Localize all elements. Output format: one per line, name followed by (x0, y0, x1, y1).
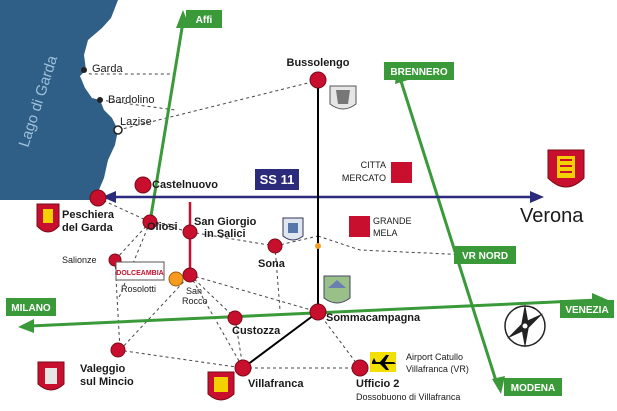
arrow-milano (18, 319, 34, 333)
town-lazise: Lazise (120, 116, 152, 128)
dot-oliosi (142, 214, 158, 230)
dir-modena: MODENA (511, 383, 555, 394)
coat-of-arms-icon (282, 217, 304, 241)
compass-rose-icon (504, 304, 546, 348)
dir-modena-box (504, 378, 562, 396)
coat-of-arms-icon (207, 371, 235, 401)
town-san-giorgio-2: in Salici (204, 228, 246, 240)
dot-san-rocco (182, 267, 198, 283)
town-ufficio-2: Dossobuono di Villafranca (356, 392, 460, 402)
town-castelnuovo: Castelnuovo (152, 179, 218, 191)
airplane-icon (372, 355, 396, 370)
arrow-modena (492, 376, 505, 394)
dir-brennero-box (384, 62, 454, 80)
dir-milano: MILANO (11, 303, 51, 314)
dot-valeggio (110, 342, 126, 358)
dir-venezia-box (560, 300, 614, 318)
town-bardolino: Bardolino (108, 94, 154, 106)
lazise-dot (113, 125, 123, 135)
orange-dot-hotel (168, 271, 184, 287)
town-sommacampagna: Sommacampagna (326, 312, 421, 324)
dir-vrnord-box (454, 246, 516, 264)
dir-affi: Affi (196, 15, 213, 26)
town-salionze: Salionze (62, 255, 97, 265)
grande-mela-marker (349, 216, 370, 237)
town-bussolengo: Bussolengo (287, 57, 350, 69)
coat-of-arms-icon (323, 275, 351, 304)
town-san-giorgio-1: San Giorgio (194, 216, 257, 228)
airport-1: Airport Catullo (406, 352, 463, 362)
town-valeggio-2: sul Mincio (80, 376, 134, 388)
airport-2: Villafranca (VR) (406, 364, 469, 374)
hotel-logo-text: DOLCEAMBIA (116, 270, 163, 277)
citta-mercato-1: CITTA (361, 160, 386, 170)
town-ufficio-1: Ufficio 2 (356, 378, 399, 390)
hotel-logo (115, 261, 165, 281)
citta-mercato-2: MERCATO (342, 173, 386, 183)
town-custozza: Custozza (232, 325, 281, 337)
ss11-arrow-west (102, 191, 116, 203)
dot-ufficio (351, 359, 369, 377)
town-san-rocco-1: San (186, 286, 202, 296)
orange-dot-sona (315, 243, 321, 249)
town-peschiera-1: Peschiera (62, 209, 115, 221)
town-rosolotti: Rosolotti (121, 284, 156, 294)
lake-garda (0, 0, 118, 200)
ss11-label: SS 11 (260, 172, 295, 187)
dir-affi-box (186, 10, 222, 28)
town-oliosi: Oliosi (147, 221, 178, 233)
town-garda: Garda (92, 63, 123, 75)
dot-villafranca (234, 359, 252, 377)
grande-mela-1: GRANDE (373, 216, 412, 226)
dot-san-giorgio (182, 224, 198, 240)
coat-of-arms-icon (547, 149, 585, 188)
grande-mela-2: MELA (373, 228, 398, 238)
dir-milano-box (6, 298, 56, 316)
dir-brennero: BRENNERO (390, 67, 447, 78)
ss11-arrow-east (530, 191, 544, 203)
dir-venezia: VENEZIA (565, 305, 608, 316)
dot-sona (267, 238, 283, 254)
town-san-rocco-2: Rocco (182, 296, 208, 306)
town-villafranca: Villafranca (248, 378, 304, 390)
dot-bussolengo (309, 71, 327, 89)
town-valeggio-1: Valeggio (80, 363, 126, 375)
small-dots (81, 67, 103, 103)
town-sona: Sona (258, 258, 286, 270)
black-roads (242, 80, 319, 369)
coat-of-arms-icon (37, 361, 65, 391)
ss11-label-box (255, 169, 299, 190)
dir-vrnord: VR NORD (462, 251, 508, 262)
town-dots (89, 71, 369, 377)
city-verona: Verona (520, 205, 584, 227)
coat-of-arms-icon (36, 203, 60, 233)
dot-sommacampagna (309, 303, 327, 321)
coat-of-arms-icon (329, 85, 357, 110)
dot-peschiera (89, 189, 107, 207)
town-peschiera-2: del Garda (62, 222, 114, 234)
dot-custozza (227, 310, 243, 326)
dot-castelnuovo (134, 176, 152, 194)
citta-mercato-marker (391, 162, 412, 183)
